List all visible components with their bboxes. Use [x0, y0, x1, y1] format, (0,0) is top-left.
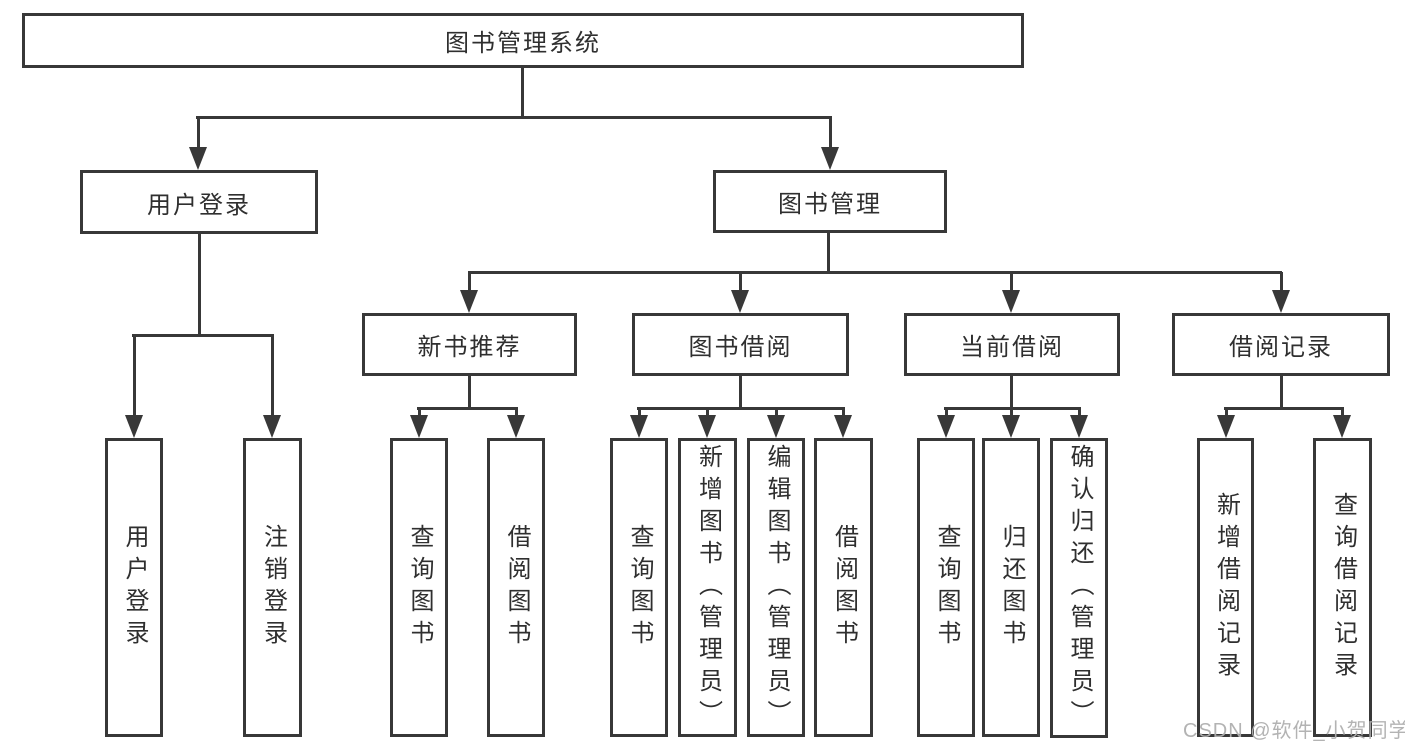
connector-vline [738, 272, 742, 300]
node-cb-confirm: 确认归还（管理员） [1050, 438, 1108, 738]
arrow-down-icon [834, 415, 852, 438]
arrow-down-icon [410, 415, 428, 438]
arrow-down-icon [630, 415, 648, 438]
connector-hline [944, 406, 1081, 410]
node-logout-leaf: 注销登录 [243, 438, 302, 737]
arrow-down-icon [460, 290, 478, 313]
connector-vline [738, 376, 742, 410]
arrow-down-icon [1002, 415, 1020, 438]
node-bb-add: 新增图书（管理员） [678, 438, 737, 737]
node-new-book-rec: 新书推荐 [362, 313, 577, 376]
connector-vline [1009, 376, 1013, 410]
node-br-query: 查询借阅记录 [1313, 438, 1372, 737]
node-login-leaf: 用户登录 [105, 438, 163, 737]
node-rec-query: 查询图书 [390, 438, 448, 737]
arrow-down-icon [125, 415, 143, 438]
connector-vline [1279, 272, 1283, 300]
arrow-down-icon [731, 290, 749, 313]
connector-vline [520, 68, 524, 119]
node-bb-edit: 编辑图书（管理员） [747, 438, 805, 737]
arrow-down-icon [1272, 290, 1290, 313]
arrow-down-icon [1002, 290, 1020, 313]
node-current-borrow: 当前借阅 [904, 313, 1120, 376]
arrow-down-icon [263, 415, 281, 438]
connector-hline [417, 406, 518, 410]
connector-hline [1224, 406, 1344, 410]
connector-vline [132, 335, 136, 424]
connector-hline [637, 406, 845, 410]
connector-vline [1279, 376, 1283, 410]
watermark: CSDN @软件_小贺同学 [1183, 720, 1405, 742]
connector-vline [826, 233, 830, 274]
connector-vline [467, 376, 471, 410]
node-br-add: 新增借阅记录 [1197, 438, 1254, 737]
arrow-down-icon [937, 415, 955, 438]
node-cb-return: 归还图书 [982, 438, 1040, 737]
arrow-down-icon [698, 415, 716, 438]
node-bb-borrow: 借阅图书 [814, 438, 873, 737]
connector-hline [468, 270, 1282, 274]
node-book-mgmt: 图书管理 [713, 170, 947, 233]
arrow-down-icon [821, 147, 839, 170]
connector-vline [270, 335, 274, 424]
connector-vline [196, 117, 200, 156]
arrow-down-icon [507, 415, 525, 438]
node-book-borrow: 图书借阅 [632, 313, 849, 376]
connector-hline [196, 115, 832, 119]
arrow-down-icon [189, 147, 207, 170]
arrow-down-icon [1217, 415, 1235, 438]
arrow-down-icon [1070, 415, 1088, 438]
node-cb-query: 查询图书 [917, 438, 975, 737]
node-user-login: 用户登录 [80, 170, 318, 234]
node-borrow-records: 借阅记录 [1172, 313, 1390, 376]
connector-vline [1009, 272, 1013, 300]
connector-hline [132, 333, 274, 337]
node-root: 图书管理系统 [22, 13, 1024, 68]
node-bb-query: 查询图书 [610, 438, 668, 737]
connector-vline [467, 272, 471, 300]
arrow-down-icon [1333, 415, 1351, 438]
arrow-down-icon [767, 415, 785, 438]
connector-vline [197, 233, 201, 337]
node-rec-borrow: 借阅图书 [487, 438, 545, 737]
connector-vline [828, 117, 832, 156]
